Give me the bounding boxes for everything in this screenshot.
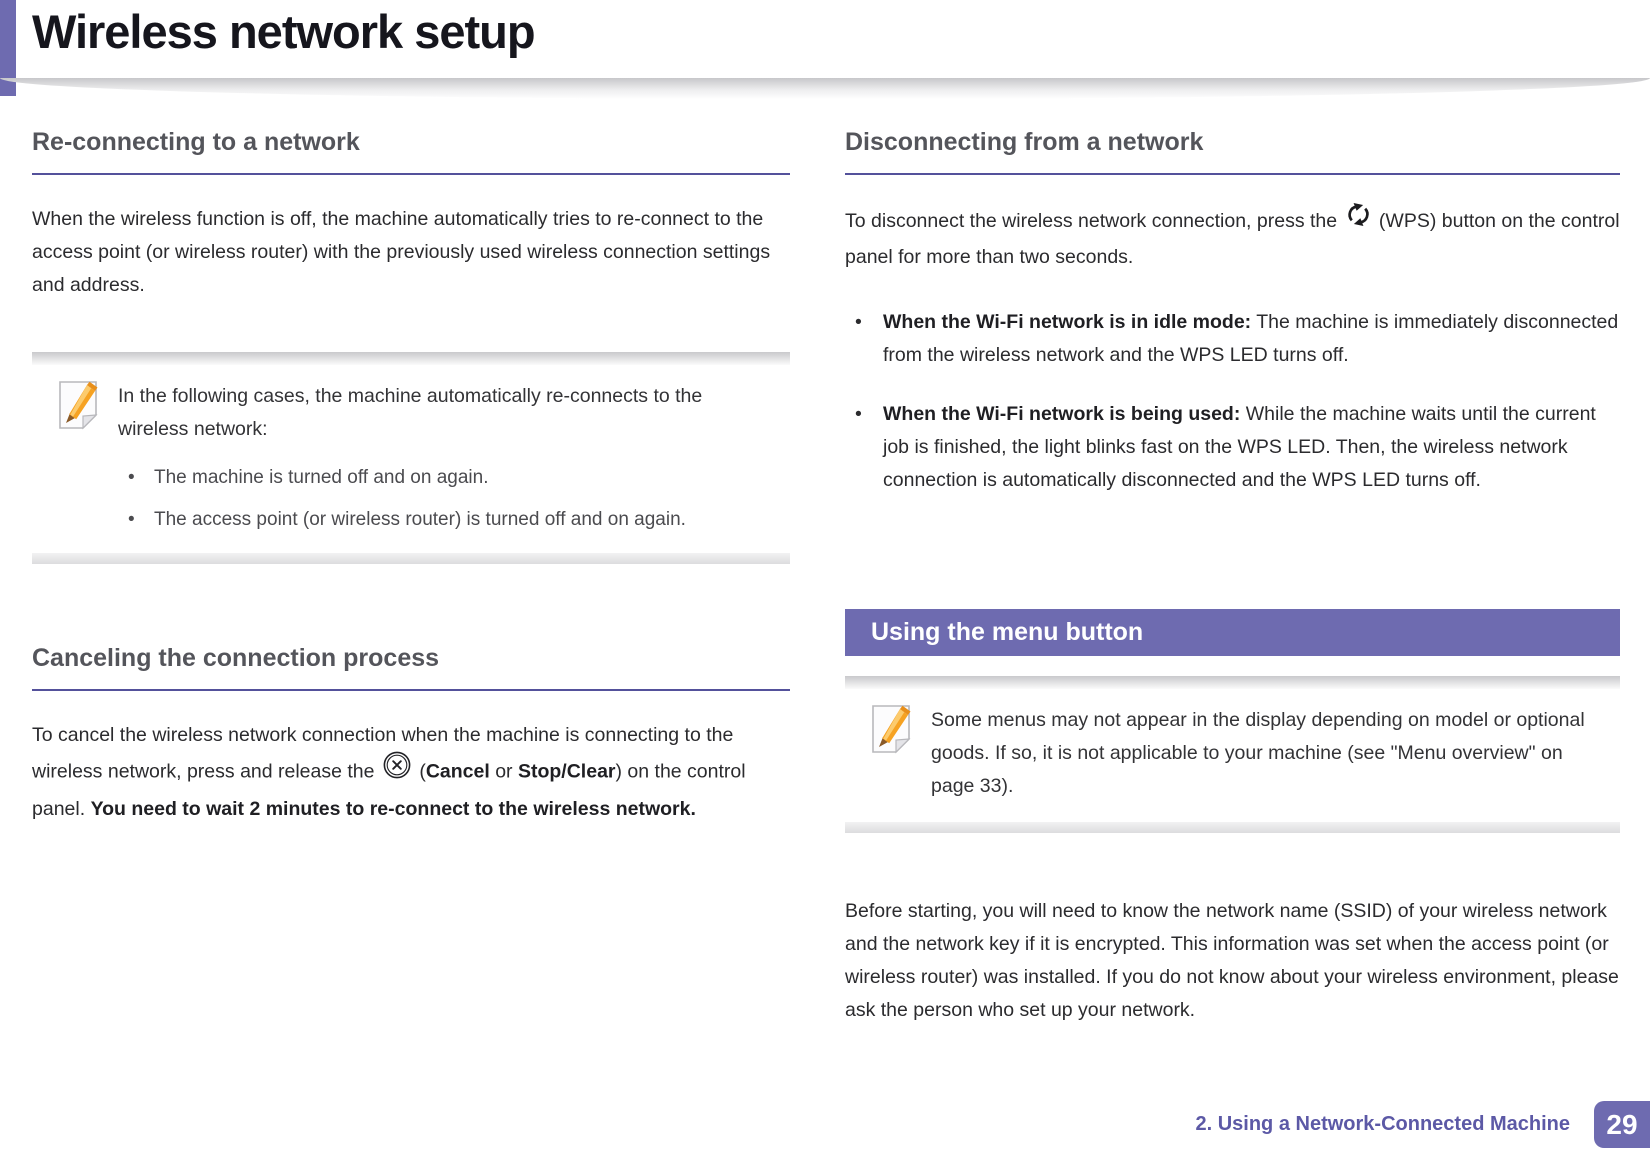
before-starting-body: Before starting, you will need to know t… bbox=[845, 900, 1619, 1021]
wps-refresh-icon bbox=[1345, 203, 1372, 233]
wps-bullet-list: When the Wi-Fi network is in idle mode: … bbox=[845, 306, 1620, 497]
two-column-layout: Re-connecting to a network When the wire… bbox=[32, 122, 1620, 1027]
bullet-text: While the machine waits until the curren… bbox=[883, 403, 1596, 491]
cancel-circle-x-icon bbox=[382, 751, 412, 785]
bullet-text: The machine is immediately disconnected … bbox=[883, 311, 1619, 366]
wait-warning-text: You need to wait 2 minutes to re-connect… bbox=[90, 798, 696, 820]
header-shadow-band bbox=[0, 78, 1650, 99]
note-bullet-item: The machine is turned off and on again. bbox=[118, 464, 772, 492]
section-heading-reconnecting: Re-connecting to a network bbox=[32, 122, 790, 175]
note-pencil-icon bbox=[54, 378, 102, 437]
footer-chapter-label: 2. Using a Network-Connected Machine bbox=[1195, 1113, 1570, 1135]
note-pencil-icon bbox=[867, 702, 915, 761]
stop-clear-label: Stop/Clear bbox=[517, 760, 616, 783]
note-bullet-text: The access point (or wireless router) is… bbox=[154, 509, 686, 530]
canceling-text-1: To cancel the wireless network connectio… bbox=[32, 724, 734, 783]
section-heading-disconnecting: Disconnecting from a network bbox=[845, 122, 1620, 175]
canceling-body: To cancel the wireless network connectio… bbox=[32, 719, 790, 826]
note-bullet-list: The machine is turned off and on again. … bbox=[118, 464, 772, 534]
bullet-being-used: When the Wi-Fi network is being used: Wh… bbox=[845, 398, 1620, 497]
page-number-badge: 29 bbox=[1594, 1101, 1650, 1148]
note-menus-text: Some menus may not appear in the display… bbox=[931, 709, 1585, 797]
subsection-banner-menu-button: Using the menu button bbox=[845, 609, 1620, 656]
note-bullet-item: The access point (or wireless router) is… bbox=[118, 506, 772, 534]
bullet-lead-bold: When the Wi-Fi network is being used: bbox=[883, 403, 1241, 425]
bullet-idle-mode: When the Wi-Fi network is in idle mode: … bbox=[845, 306, 1620, 372]
canceling-text-or: or bbox=[489, 760, 518, 783]
right-column: Disconnecting from a network To disconne… bbox=[845, 122, 1620, 1027]
note-box-menus: Some menus may not appear in the display… bbox=[845, 676, 1620, 833]
bullet-lead-bold: When the Wi-Fi network is in idle mode: bbox=[883, 311, 1252, 333]
cancel-label: Cancel bbox=[425, 760, 490, 783]
left-column: Re-connecting to a network When the wire… bbox=[32, 122, 790, 1027]
reconnecting-body: When the wireless function is off, the m… bbox=[32, 208, 771, 296]
disconnecting-text-2: (WPS) button on the control panel for mo… bbox=[845, 210, 1620, 268]
disconnecting-body: To disconnect the wireless network conne… bbox=[845, 203, 1620, 274]
section-heading-canceling: Canceling the connection process bbox=[32, 638, 790, 691]
note-box-reconnect: In the following cases, the machine auto… bbox=[32, 352, 790, 564]
canceling-text-2: ( bbox=[413, 760, 426, 783]
page-title: Wireless network setup bbox=[32, 5, 536, 58]
title-accent-bar bbox=[0, 0, 16, 96]
note-bullet-text: The machine is turned off and on again. bbox=[154, 467, 489, 488]
canceling-text-3: ) on the control panel. bbox=[32, 760, 746, 820]
disconnecting-text-1: To disconnect the wireless network conne… bbox=[845, 210, 1343, 233]
note-intro: In the following cases, the machine auto… bbox=[118, 385, 703, 440]
